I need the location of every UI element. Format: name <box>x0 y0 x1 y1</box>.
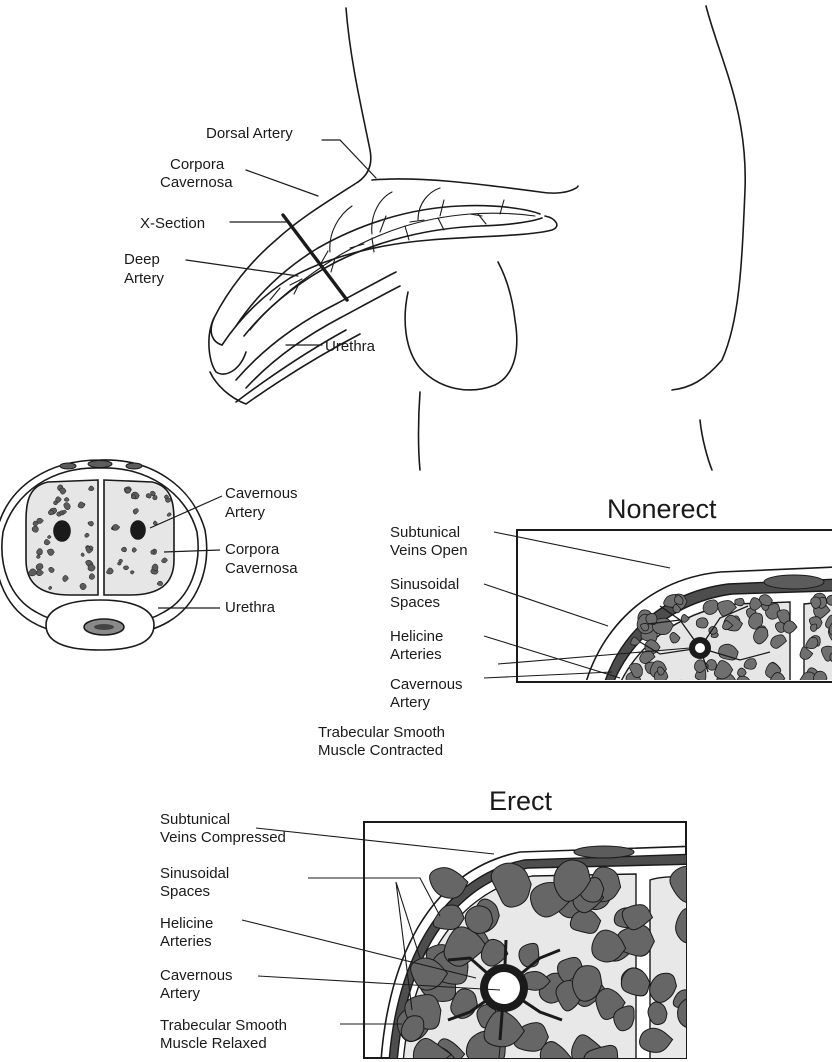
erect-label-trabecular-1: Trabecular Smooth <box>160 1017 287 1034</box>
erect-labels: Subtunical Veins Compressed Sinusoidal S… <box>160 811 287 1052</box>
tissue-blob <box>650 683 661 695</box>
erect-label-subtunical-1: Subtunical <box>160 811 230 828</box>
tissue-blob <box>465 906 493 934</box>
erect-detail <box>380 846 713 1062</box>
tissue-blob <box>676 908 707 943</box>
label-deep-artery-line1: Deep <box>124 251 160 268</box>
label-x-section: X-Section <box>140 215 205 232</box>
erect-title: Erect <box>489 786 553 816</box>
tissue-blob <box>813 671 827 685</box>
tissue-blob <box>819 682 828 690</box>
tissue-blob <box>157 581 163 585</box>
tissue-blob <box>64 498 69 502</box>
erect-label-helicine-1: Helicine <box>160 915 213 932</box>
nonerect-label-cavernous-2: Artery <box>390 694 431 711</box>
cs-label-corpora-1: Corpora <box>225 541 280 558</box>
scrotum-outline <box>405 262 517 390</box>
tissue-blob <box>810 624 817 631</box>
cavernous-artery-left <box>54 521 70 541</box>
nonerect-labels: Subtunical Veins Open Sinusoidal Spaces … <box>318 524 468 759</box>
cavernous-artery-right <box>131 521 145 539</box>
leader-corpora <box>246 170 318 196</box>
tissue-blob <box>121 547 126 552</box>
cs-label-urethra: Urethra <box>225 599 276 616</box>
tissue-blob <box>678 996 714 1030</box>
erect-label-helicine-2: Arteries <box>160 933 212 950</box>
cs-label-cavernous-2: Artery <box>225 504 266 521</box>
cross-section-labels: Cavernous Artery Corpora Cavernosa Ureth… <box>225 485 298 616</box>
nonerect-label-trabecular-1: Trabecular Smooth <box>318 724 445 741</box>
tissue-blob <box>117 562 121 565</box>
tissue-blob <box>81 553 84 557</box>
nonerect-label-helicine-2: Arteries <box>390 646 442 663</box>
tissue-blob <box>62 510 66 513</box>
nonerect-label-sinusoidal-1: Sinusoidal <box>390 576 459 593</box>
erect-label-sinusoidal-2: Spaces <box>160 883 210 900</box>
label-corpora-line2: Cavernosa <box>160 174 233 191</box>
tissue-blob <box>164 495 168 499</box>
label-dorsal-artery: Dorsal Artery <box>206 125 293 142</box>
cross-section-illustration <box>0 460 207 650</box>
nonerect-title: Nonerect <box>607 494 717 524</box>
nonerect-label-cavernous-1: Cavernous <box>390 676 463 693</box>
label-corpora-line1: Corpora <box>170 156 225 173</box>
cs-label-corpora-2: Cavernosa <box>225 560 298 577</box>
erect-label-cavernous-1: Cavernous <box>160 967 233 984</box>
nonerect-label-subtunical-1: Subtunical <box>390 524 460 541</box>
nonerect-label-trabecular-2: Muscle Contracted <box>318 742 443 759</box>
erect-label-cavernous-2: Artery <box>160 985 201 1002</box>
tissue-blob <box>696 618 708 628</box>
nonerect-label-subtunical-2: Veins Open <box>390 542 468 559</box>
nonerect-label-sinusoidal-2: Spaces <box>390 594 440 611</box>
label-urethra: Urethra <box>325 338 376 355</box>
cs-label-cavernous-1: Cavernous <box>225 485 298 502</box>
tissue-blob <box>36 555 40 559</box>
tissue-blob <box>153 495 158 499</box>
tissue-blob <box>146 493 151 498</box>
label-deep-artery-line2: Artery <box>124 270 165 287</box>
tissue-blob <box>123 566 128 570</box>
body-outline <box>346 8 371 182</box>
buttock-outline <box>672 6 745 390</box>
tissue-blob <box>32 526 39 532</box>
nonerect-label-helicine-1: Helicine <box>390 628 443 645</box>
side-view-labels: Dorsal Artery Corpora Cavernosa X-Sectio… <box>124 125 376 355</box>
tissue-blob <box>49 586 52 589</box>
tissue-blob <box>47 535 51 538</box>
erect-label-trabecular-2: Muscle Relaxed <box>160 1035 267 1052</box>
tissue-blob <box>519 943 539 967</box>
tissue-blob <box>89 574 95 580</box>
tissue-blob <box>735 598 745 605</box>
side-view-illustration <box>186 6 745 470</box>
erect-label-subtunical-2: Veins Compressed <box>160 829 286 846</box>
tissue-blob <box>80 583 86 590</box>
erect-label-sinusoidal-1: Sinusoidal <box>160 865 229 882</box>
leg-outline <box>419 392 421 470</box>
